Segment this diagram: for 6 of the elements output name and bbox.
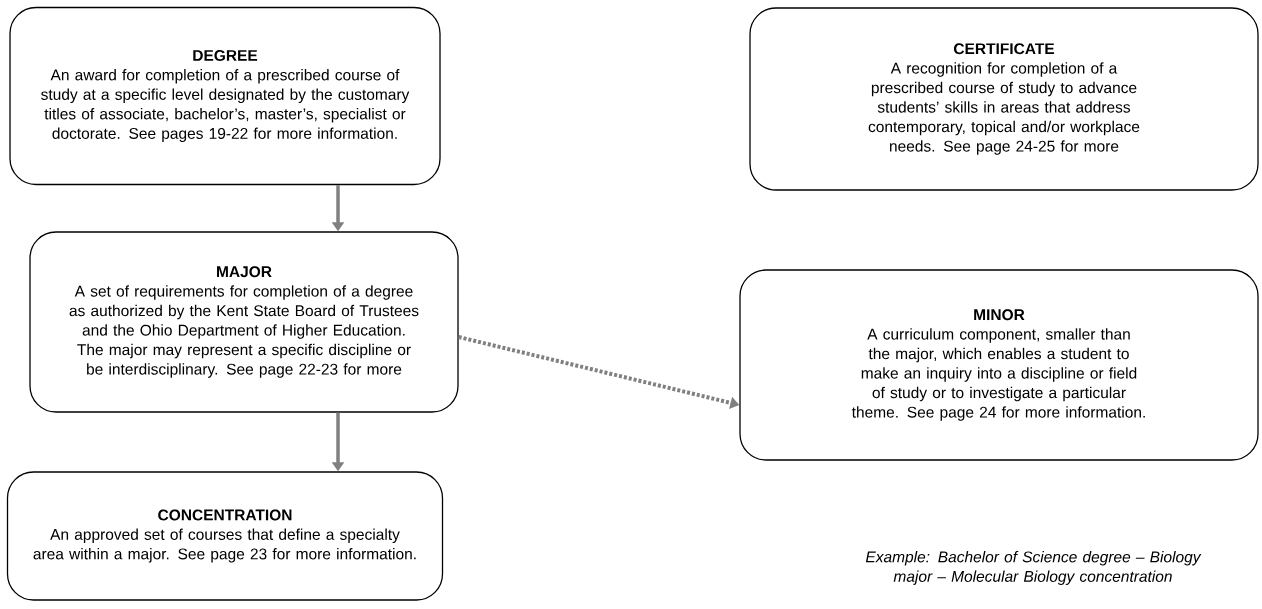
definition-box: MAJOR A set of requirements for completion of a degree as authorized by the Kent State Board of Trustees and the Ohio Department of Higher Education. The major may represent a specific discipline or be interdisciplinary. See page 22-23 for more xyxy=(29,231,459,413)
example-note: Example: Bachelor of Science degree – Biology major – Molecular Biology concentration xyxy=(865,551,1202,585)
definition-box: DEGREE An award for completion of a prescribed course of study at a specific level designated by the customary titles of associate, bachelor’s, master’s, specialist or doctorate. See pages 19-22 for more information. xyxy=(9,6,441,186)
definition-box: CERTIFICATE A recognition for completion of a prescribed course of study to advance students’ skills in areas that address contemporary, topical and/or workplace needs. See page 24-25 for more xyxy=(749,7,1259,191)
definition-box: MINOR A curriculum component, smaller than the major, which enables a student to make an inquiry into a discipline or field of study or to investigate a particular theme. See page 24 for more information. xyxy=(739,269,1259,461)
definition-box: CONCENTRATION An approved set of courses that define a specialty area within a major. See page 23 for more information. xyxy=(6,471,444,601)
